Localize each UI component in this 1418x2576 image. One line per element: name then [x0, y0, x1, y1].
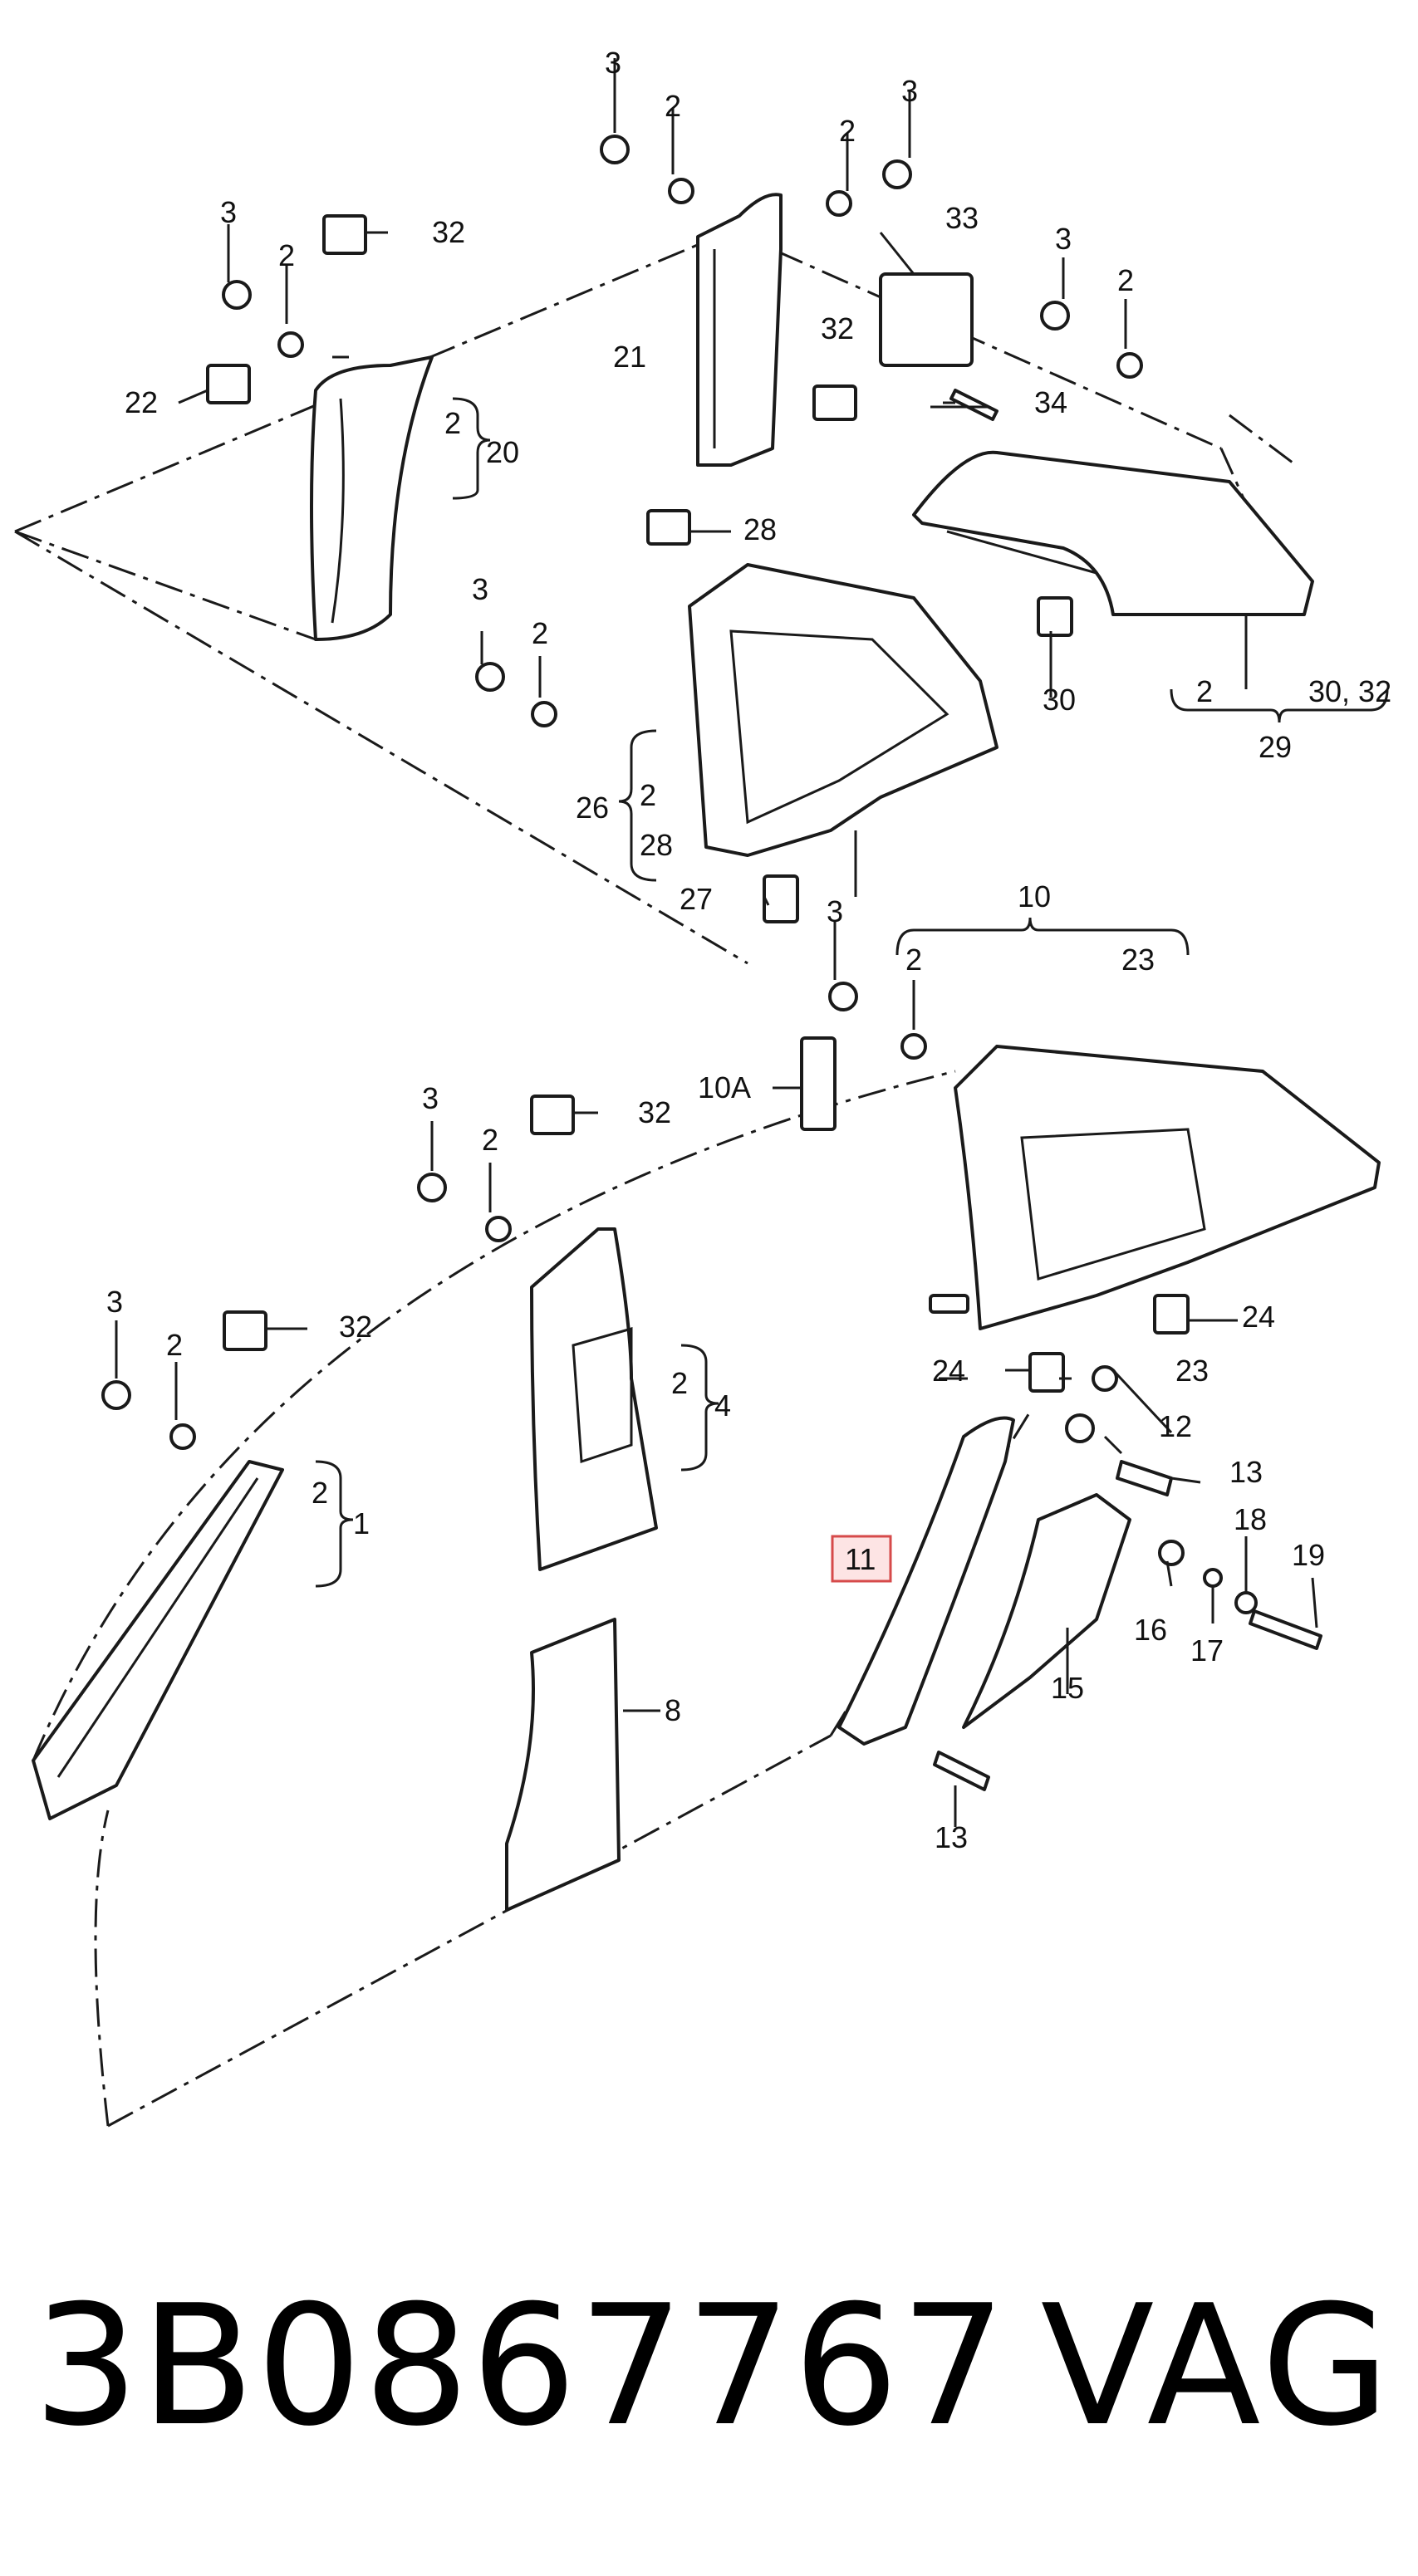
label-22: 22	[125, 385, 158, 419]
label-26: 26	[576, 791, 609, 825]
parts-diagram: 3 2 2 3 3 2 32 33 32 3 2 21 34 22 2 20 2…	[14, 46, 1391, 2128]
label-24: 24	[1242, 1300, 1275, 1334]
part-20-a-pillar-trim	[310, 355, 434, 641]
label-13: 13	[935, 1820, 968, 1854]
label-15: 15	[1051, 1671, 1084, 1705]
brace-26	[618, 729, 657, 882]
part-10-quarter-trim	[954, 1045, 1381, 1330]
label-3: 3	[422, 1081, 439, 1115]
label-2: 2	[278, 238, 295, 272]
label-23: 23	[1121, 943, 1155, 977]
label-2: 2	[1117, 263, 1134, 297]
part-15-lower-trim	[962, 1493, 1131, 1729]
label-3: 3	[827, 894, 843, 928]
part-number: 3B0867767	[33, 2270, 1008, 2463]
label-34: 34	[1034, 385, 1067, 419]
label-30-32: 30, 32	[1308, 674, 1391, 708]
part-1-a-pillar	[32, 1460, 284, 1820]
label-29: 29	[1259, 730, 1292, 764]
label-2: 2	[905, 943, 922, 977]
highlight-box-11	[831, 1535, 892, 1583]
label-2: 2	[444, 406, 461, 440]
label-4: 4	[714, 1388, 731, 1423]
label-1: 1	[353, 1506, 370, 1540]
fasteners	[101, 135, 1322, 1791]
label-10: 10	[1018, 879, 1051, 913]
part-21-pillar-cover	[696, 193, 783, 467]
leader-lines	[115, 58, 1318, 1827]
callout-labels: 3 2 2 3 3 2 32 33 32 3 2 21 34 22 2 20 2…	[106, 46, 1391, 1854]
label-13: 13	[1229, 1455, 1263, 1489]
label-21: 21	[613, 340, 646, 374]
label-18: 18	[1234, 1502, 1267, 1536]
brace-29	[1170, 688, 1389, 723]
label-32: 32	[638, 1095, 671, 1129]
label-20: 20	[486, 435, 519, 469]
part-11-trim-panel	[837, 1416, 1015, 1746]
label-28: 28	[743, 512, 777, 546]
label-32: 32	[821, 311, 854, 345]
label-2: 2	[640, 778, 656, 812]
label-3: 3	[472, 572, 488, 606]
label-3: 3	[1055, 222, 1072, 256]
outline-lower	[32, 1070, 1032, 2128]
label-19: 19	[1292, 1538, 1325, 1572]
brand-name: VAG	[1040, 2270, 1393, 2463]
footer: 3B0867767 VAG	[0, 2209, 1418, 2558]
label-3: 3	[220, 195, 237, 229]
label-11: 11	[845, 1542, 876, 1576]
label-10a: 10A	[698, 1070, 751, 1104]
label-3: 3	[106, 1285, 123, 1319]
label-30: 30	[1043, 683, 1076, 717]
label-2: 2	[839, 114, 856, 148]
label-2: 2	[312, 1476, 328, 1510]
label-28: 28	[640, 828, 673, 862]
part-4-b-pillar	[530, 1227, 658, 1571]
label-32: 32	[432, 215, 465, 249]
part-26-c-pillar-trim	[688, 563, 998, 857]
label-23: 23	[1175, 1354, 1209, 1388]
label-2: 2	[532, 616, 548, 650]
brace-20	[452, 397, 491, 500]
part-29-rear-trim	[912, 450, 1314, 616]
label-3: 3	[605, 46, 621, 80]
label-27: 27	[680, 882, 713, 916]
brace-10	[895, 917, 1190, 956]
label-3: 3	[901, 74, 918, 108]
label-2: 2	[671, 1366, 688, 1400]
brace-1	[315, 1460, 354, 1588]
label-32: 32	[339, 1310, 372, 1344]
label-2: 2	[482, 1123, 498, 1157]
part-8-b-pillar-lower	[505, 1618, 621, 1912]
label-2: 2	[166, 1328, 183, 1362]
label-33: 33	[945, 201, 979, 235]
label-16: 16	[1134, 1613, 1167, 1647]
label-8: 8	[665, 1693, 681, 1727]
label-12: 12	[1159, 1409, 1192, 1443]
label-24: 24	[932, 1354, 965, 1388]
label-2: 2	[665, 89, 681, 123]
label-2: 2	[1196, 674, 1213, 708]
label-17: 17	[1190, 1633, 1224, 1668]
brace-4	[680, 1344, 719, 1472]
